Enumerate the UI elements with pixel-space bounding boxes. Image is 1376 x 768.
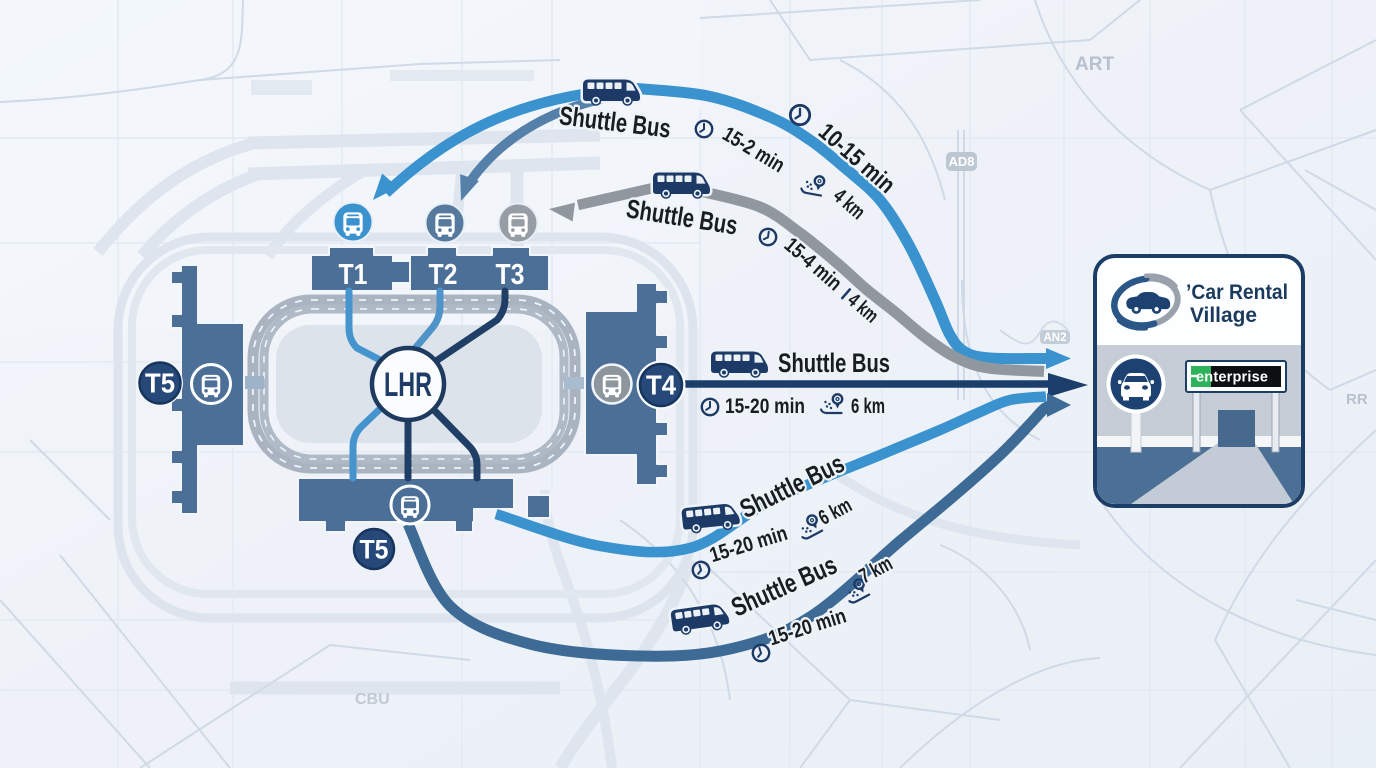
svg-text:T1: T1 [339, 259, 368, 291]
svg-text:LHR: LHR [384, 366, 432, 404]
svg-text:enterprise: enterprise [1196, 370, 1268, 386]
svg-text:6 km: 6 km [851, 395, 885, 418]
svg-text:ART: ART [1075, 54, 1114, 75]
svg-text:Shuttle Bus: Shuttle Bus [778, 348, 890, 378]
svg-text:RR: RR [1346, 391, 1368, 408]
svg-text:T5: T5 [360, 535, 389, 565]
svg-text:’Car Rental: ’Car Rental [1186, 281, 1288, 304]
svg-text:T2: T2 [429, 259, 458, 291]
svg-text:AD8: AD8 [948, 154, 974, 169]
svg-text:T5: T5 [145, 368, 175, 399]
svg-text:T3: T3 [496, 259, 525, 291]
svg-text:Village: Village [1190, 304, 1257, 327]
svg-text:AN2: AN2 [1043, 332, 1066, 344]
svg-text:CBU: CBU [355, 691, 390, 708]
svg-text:T4: T4 [646, 370, 676, 401]
svg-text:15-20 min: 15-20 min [725, 395, 805, 418]
